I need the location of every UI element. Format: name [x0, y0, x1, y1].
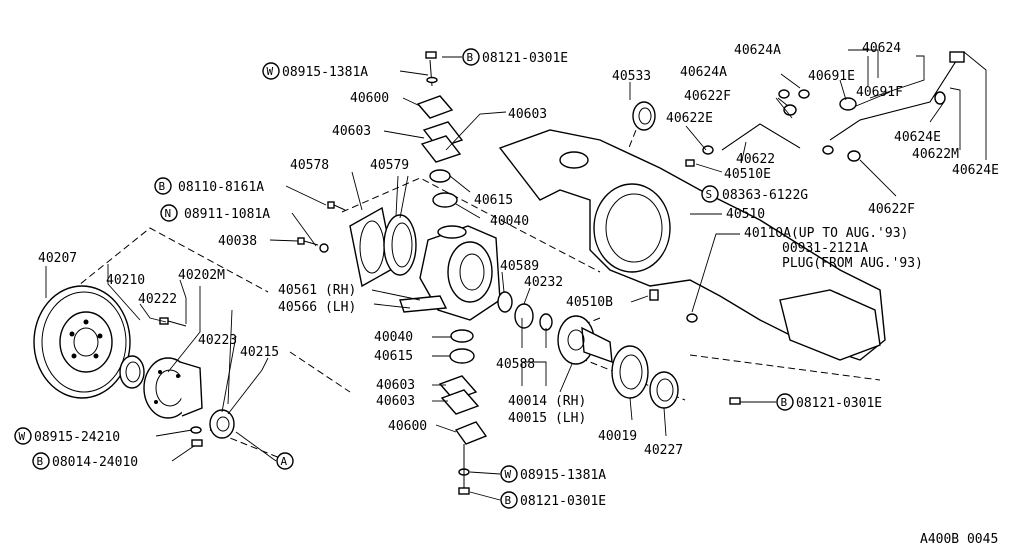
bearing-mid-40040	[449, 329, 475, 364]
label-40040-top: 40040	[490, 214, 529, 229]
label-w-top: 08915-1381A	[282, 65, 368, 80]
label-40624: 40624	[862, 41, 901, 56]
axle-housing-40510	[498, 129, 886, 361]
bearing-40215	[209, 409, 235, 439]
label-40624e-2: 40624E	[952, 163, 999, 178]
seal-40210	[119, 355, 145, 389]
label-w-bot: 08915-1381A	[520, 468, 606, 483]
label-n-8911: 08911-1081A	[184, 207, 270, 222]
label-40510b: 40510B	[566, 295, 613, 310]
label-40588: 40588	[496, 357, 535, 372]
label-40510e: 40510E	[724, 167, 771, 182]
label-40622f-bot: 40622F	[868, 202, 915, 217]
bearing-top-40615	[429, 169, 458, 208]
leader-lines	[45, 49, 987, 501]
label-plug: PLUG(FROM AUG.'93)	[782, 256, 923, 271]
prefix-b-8110: B	[159, 180, 166, 193]
steering-knuckle-40561	[399, 225, 501, 321]
label-40622e: 40622E	[666, 111, 713, 126]
seal-40019	[611, 345, 649, 399]
prefix-b-bot: B	[505, 494, 512, 507]
label-40014: 40014 (RH)	[508, 394, 586, 409]
label-b-8110: 08110-8161A	[178, 180, 264, 195]
hub-bolt-40222	[159, 317, 187, 327]
label-40622m: 40622M	[912, 147, 959, 162]
shim-bottom-40603	[438, 375, 480, 415]
label-b-right: 08121-0301E	[796, 396, 882, 411]
label-40566: 40566 (LH)	[278, 300, 356, 315]
label-40615-top: 40615	[474, 193, 513, 208]
label-40040-mid: 40040	[374, 330, 413, 345]
spindle-40014	[557, 315, 613, 365]
prefix-n-8911: N	[165, 207, 172, 220]
label-40624a-1: 40624A	[734, 43, 781, 58]
label-40603-top-right: 40603	[508, 107, 547, 122]
label-40600-top: 40600	[350, 91, 389, 106]
label-40603-bot-1: 40603	[376, 378, 415, 393]
label-00931: 00931-2121A	[782, 241, 868, 256]
part-labels: 08915-1381A 08121-0301E 40600 40603 4060…	[34, 41, 999, 547]
hub-40202m	[143, 357, 203, 419]
seal-40227	[649, 371, 679, 409]
prefix-w-top: W	[267, 65, 274, 78]
label-40561: 40561 (RH)	[278, 283, 356, 298]
breather-pipe-40622	[702, 51, 965, 162]
cap-bottom-40600	[454, 421, 488, 495]
label-40510: 40510	[726, 207, 765, 222]
prefix-b-top: B	[467, 51, 474, 64]
bolts-left-knuckle	[297, 201, 346, 253]
cap-top-40600	[416, 51, 454, 119]
label-40232: 40232	[524, 275, 563, 290]
seal-40579	[383, 214, 417, 276]
label-40600-bot: 40600	[388, 419, 427, 434]
seal-40589	[497, 291, 513, 313]
label-40210: 40210	[106, 273, 145, 288]
label-40222: 40222	[138, 292, 177, 307]
brake-disc-40207	[33, 285, 131, 399]
label-40207: 40207	[38, 251, 77, 266]
label-40019: 40019	[598, 429, 637, 444]
parts-artwork	[33, 51, 965, 495]
label-40110a: 40110A(UP TO AUG.'93)	[744, 226, 908, 241]
label-40215: 40215	[240, 345, 279, 360]
label-s-8363: 08363-6122G	[722, 188, 808, 203]
prefix-w-left: W	[19, 430, 26, 443]
label-40624a-2: 40624A	[680, 65, 727, 80]
label-40227: 40227	[644, 443, 683, 458]
housing-plugs	[649, 159, 741, 405]
prefix-b-right: B	[781, 396, 788, 409]
prefix-letters: W B B N S B W B W B A	[19, 51, 788, 507]
label-40015: 40015 (LH)	[508, 411, 586, 426]
bushing-40533	[632, 101, 656, 131]
label-40691f: 40691F	[856, 85, 903, 100]
label-40223: 40223	[198, 333, 237, 348]
label-40038: 40038	[218, 234, 257, 249]
label-40578: 40578	[290, 158, 329, 173]
label-40615-mid: 40615	[374, 349, 413, 364]
label-40603-bot-2: 40603	[376, 394, 415, 409]
seal-40232	[514, 303, 553, 331]
label-40202m: 40202M	[178, 268, 225, 283]
label-40622f-top: 40622F	[684, 89, 731, 104]
prefix-b-left: B	[37, 455, 44, 468]
label-40622: 40622	[736, 152, 775, 167]
prefix-circles	[14, 48, 794, 509]
label-40533: 40533	[612, 69, 651, 84]
label-b-left: 08014-24010	[52, 455, 138, 470]
reference-a: A	[281, 455, 288, 468]
label-40579: 40579	[370, 158, 409, 173]
diagram-code: A400B 0045	[920, 532, 998, 547]
prefix-w-bot: W	[505, 468, 512, 481]
label-w-left: 08915-24210	[34, 430, 120, 445]
label-b-bot: 08121-0301E	[520, 494, 606, 509]
prefix-s-8363: S	[706, 188, 713, 201]
shim-top-40603	[420, 121, 464, 163]
label-40691e: 40691E	[808, 69, 855, 84]
washer-nut-left	[190, 426, 203, 447]
label-b-top: 08121-0301E	[482, 51, 568, 66]
label-40624e-1: 40624E	[894, 130, 941, 145]
label-40589: 40589	[500, 259, 539, 274]
label-40603-top-left: 40603	[332, 124, 371, 139]
